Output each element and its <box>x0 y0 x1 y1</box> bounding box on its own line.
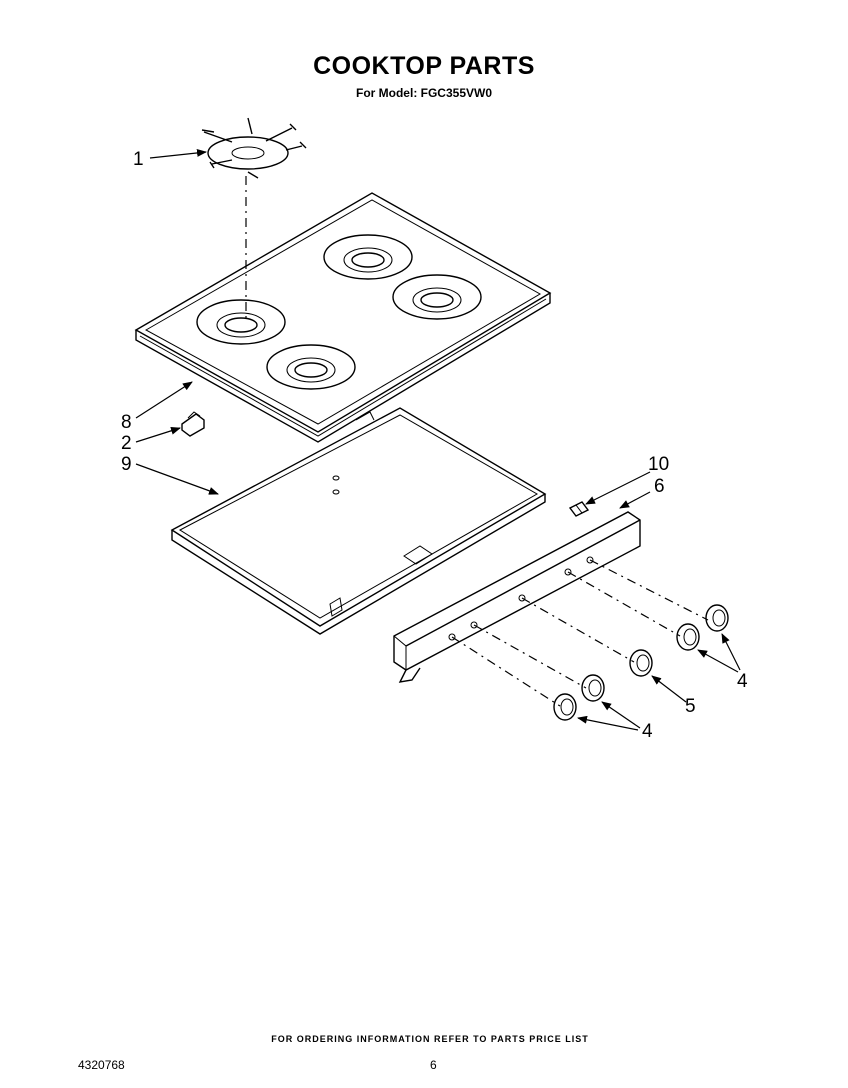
knob-alignment-line <box>589 559 709 621</box>
cooktop-main-top <box>134 192 552 443</box>
control-knob-center <box>629 649 653 677</box>
callout-9: 9 <box>121 454 132 475</box>
knob-alignment-line <box>521 597 635 663</box>
callout-8: 8 <box>121 412 132 433</box>
page-title: COOKTOP PARTS <box>313 52 535 80</box>
ordering-note: FOR ORDERING INFORMATION REFER TO PARTS … <box>271 1034 589 1044</box>
knob-alignment-line <box>567 571 681 637</box>
callout-6: 6 <box>654 476 665 497</box>
document-number: 4320768 <box>78 1058 125 1072</box>
callout-10: 10 <box>648 454 669 475</box>
burner-well-rear-right <box>323 234 413 280</box>
burner-well-front-right <box>392 274 482 320</box>
knob-alignment-line <box>451 636 561 707</box>
burner-grate <box>201 117 307 179</box>
callout-2: 2 <box>121 433 132 454</box>
control-panel-bracket <box>393 511 641 683</box>
burner-well-rear-left <box>196 299 286 345</box>
callout-4-bottom: 4 <box>642 721 653 742</box>
control-knob <box>676 623 700 651</box>
orifice-fitting <box>568 501 590 517</box>
knob-alignment-line <box>473 624 587 689</box>
control-knob <box>705 604 729 632</box>
model-subtitle: For Model: FGC355VW0 <box>355 86 492 100</box>
control-knob <box>581 674 605 702</box>
control-knob <box>553 693 577 721</box>
burner-well-front-left <box>266 344 356 390</box>
callout-4-right: 4 <box>737 671 748 692</box>
callout-5: 5 <box>685 696 696 717</box>
lower-burner-box <box>170 407 547 635</box>
mounting-clip <box>181 411 205 437</box>
callout-1: 1 <box>133 149 144 170</box>
page-number: 6 <box>430 1058 437 1072</box>
